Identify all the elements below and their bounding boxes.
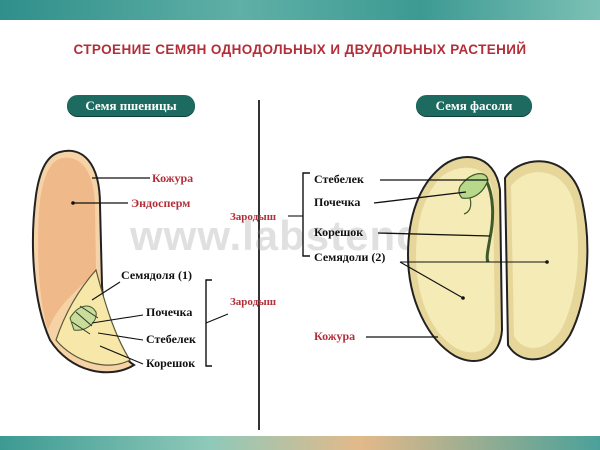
wheat-label-endosperm: Эндосперм bbox=[131, 196, 191, 210]
wheat-label-cotyledon: Семядоля (1) bbox=[121, 268, 192, 282]
center-divider bbox=[258, 100, 260, 430]
bean-label-cotyledons: Семядоли (2) bbox=[314, 250, 386, 264]
bottom-frame bbox=[0, 436, 600, 450]
bean-label-seed-coat: Кожура bbox=[314, 329, 356, 343]
bean-right-cotyledon bbox=[511, 172, 578, 348]
wheat-seed bbox=[31, 149, 229, 374]
wheat-heading: Семя пшеницы bbox=[67, 95, 195, 116]
top-frame bbox=[0, 0, 600, 20]
wheat-endosperm bbox=[38, 157, 96, 330]
bean-label-embryo: Зародыш bbox=[230, 211, 277, 223]
bean-left-cotyledon bbox=[416, 167, 495, 353]
wheat-label-stem: Стебелек bbox=[146, 332, 196, 346]
wheat-label-embryo: Зародыш bbox=[230, 296, 277, 308]
bean-heading: Семя фасоли bbox=[416, 95, 532, 116]
wheat-embryo-detail bbox=[71, 305, 99, 335]
wheat-label-bud: Почечка bbox=[146, 305, 193, 319]
bean-label-stem: Стебелек bbox=[314, 172, 364, 186]
bean-embryo-stem bbox=[484, 179, 495, 263]
bean-seed bbox=[288, 156, 589, 362]
bean-label-bud: Почечка bbox=[314, 195, 361, 209]
wheat-label-root: Корешок bbox=[146, 356, 196, 370]
wheat-label-seed-coat: Кожура bbox=[152, 171, 194, 185]
page-title: СТРОЕНИЕ СЕМЯН ОДНОДОЛЬНЫХ И ДВУДОЛЬНЫХ … bbox=[73, 42, 527, 57]
bean-label-root: Корешок bbox=[314, 225, 364, 239]
